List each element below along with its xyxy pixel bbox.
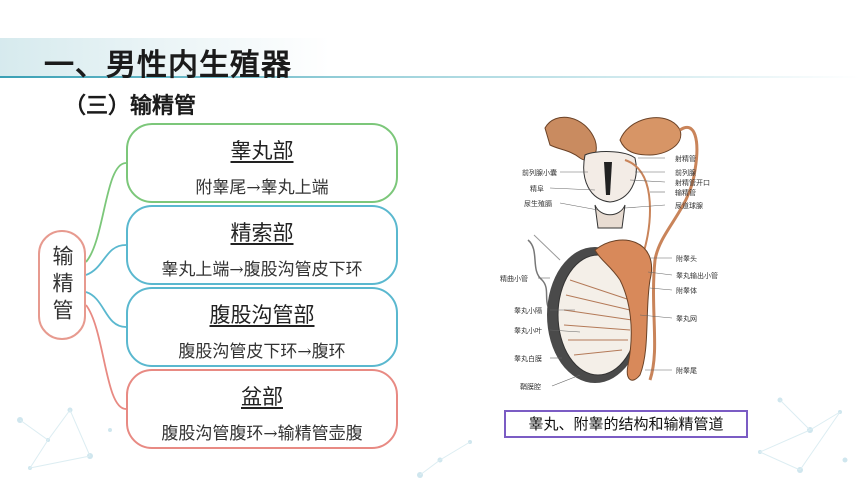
label-rete-testis: 睾丸网 xyxy=(676,315,697,323)
title-underline xyxy=(0,76,860,78)
mindmap-node-funicular: 精索部 睾丸上端→腹股沟管皮下环 xyxy=(126,205,398,285)
title-band xyxy=(0,38,860,78)
mindmap-root-label: 输精管 xyxy=(50,244,74,326)
mindmap-node-testicular: 睾丸部 附睾尾→睾丸上端 xyxy=(126,123,398,203)
label-tunica-albuginea: 睾丸白膜 xyxy=(514,355,542,363)
background-dot-pattern xyxy=(17,397,848,478)
mindmap-node-inguinal: 腹股沟管部 腹股沟管皮下环→腹环 xyxy=(126,287,398,367)
anatomy-figure: 射精管 前列腺 射精管开口 输精管 尿道球腺 附睾头 睾丸输出小管 附睾体 睾丸… xyxy=(500,110,740,400)
node-title: 精索部 xyxy=(230,221,294,245)
mindmap-node-pelvic: 盆部 腹股沟管腹环→输精管壶腹 xyxy=(126,369,398,449)
figure-caption: 睾丸、附睾的结构和输精管道 xyxy=(504,410,748,438)
node-title: 腹股沟管部 xyxy=(209,303,315,327)
label-bulbourethral-gland: 尿道球腺 xyxy=(675,202,703,210)
node-description: 腹股沟管皮下环→腹环 xyxy=(178,342,346,362)
connector-1 xyxy=(85,162,127,263)
label-epididymis-head: 附睾头 xyxy=(676,255,697,263)
label-epididymis-tail: 附睾尾 xyxy=(676,367,697,375)
label-efferent-ductules: 睾丸输出小管 xyxy=(676,272,718,280)
node-description: 附睾尾→睾丸上端 xyxy=(195,178,329,198)
node-description: 睾丸上端→腹股沟管皮下环 xyxy=(161,260,363,280)
node-description: 腹股沟管腹环→输精管壶腹 xyxy=(161,424,363,444)
node-title: 睾丸部 xyxy=(230,139,294,163)
label-prostate: 前列腺 xyxy=(675,169,696,177)
label-testicular-septa: 睾丸小隔 xyxy=(514,307,542,315)
label-prostatic-utricle: 前列腺小囊 xyxy=(522,169,557,177)
connector-4 xyxy=(85,304,127,410)
section-subtitle: （三）输精管 xyxy=(64,94,197,119)
label-ejaculatory-duct: 射精管 xyxy=(675,155,696,163)
node-title: 盆部 xyxy=(241,385,283,409)
mindmap-root: 输精管 xyxy=(38,230,86,340)
label-seminiferous-tubules: 精曲小管 xyxy=(500,275,528,283)
title-band-fade xyxy=(0,38,330,78)
connector-2 xyxy=(85,244,127,276)
label-urogenital-diaphragm: 尿生殖膈 xyxy=(524,200,552,208)
label-ejaculatory-opening: 射精管开口 xyxy=(675,179,710,187)
testis-epididymis-illustration xyxy=(527,116,699,387)
label-testicular-lobules: 睾丸小叶 xyxy=(514,327,542,335)
label-tunica-vaginalis-cavity: 鞘膜腔 xyxy=(520,383,541,391)
page-title: 一、男性内生殖器 xyxy=(44,48,292,83)
connector-3 xyxy=(85,291,127,328)
label-epididymis-body: 附睾体 xyxy=(676,287,697,295)
label-seminal-colliculus: 精阜 xyxy=(530,185,544,193)
label-vas-deferens: 输精管 xyxy=(675,189,696,197)
